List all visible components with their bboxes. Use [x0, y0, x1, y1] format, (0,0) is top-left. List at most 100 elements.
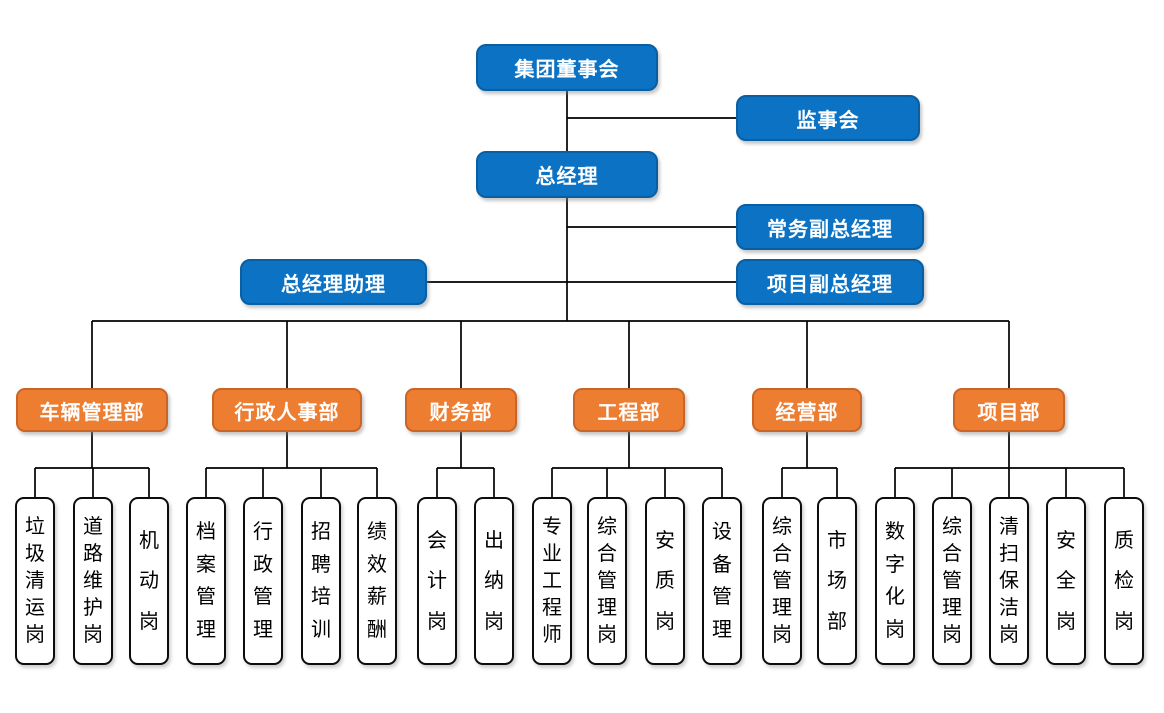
node-board: 集团董事会	[476, 44, 658, 91]
node-label: 经营部	[775, 401, 839, 424]
node-label: 项目部	[977, 401, 1041, 424]
position-label-char: 案	[196, 553, 216, 576]
position-label-char: 理	[597, 597, 617, 619]
position-node: 设备管理	[702, 497, 742, 665]
position-label-char: 场	[827, 570, 847, 592]
position-node: 绩效薪酬	[357, 497, 397, 665]
position-label-char: 岗	[942, 624, 962, 646]
position-label-char: 管	[253, 586, 273, 609]
node-label: 常务副总经理	[767, 218, 893, 241]
position-node: 安质岗	[645, 497, 685, 665]
position-node: 出纳岗	[474, 497, 514, 665]
position-label-char: 机	[139, 529, 159, 552]
position-label-char: 绩	[367, 521, 387, 544]
position-node: 综合管理岗	[932, 497, 972, 665]
position-label-char: 管	[772, 570, 792, 592]
position-label-char: 保	[999, 570, 1019, 592]
position-node: 数字化岗	[875, 497, 915, 665]
position-label-char: 岗	[83, 624, 103, 646]
position-label-char: 市	[827, 529, 847, 552]
position-label-char: 综	[597, 516, 617, 538]
position-label-char: 岗	[772, 624, 792, 646]
position-label-char: 安	[1056, 529, 1076, 552]
position-label-char: 会	[427, 529, 447, 552]
position-node: 专业工程师	[532, 497, 572, 665]
position-label-char: 政	[253, 553, 273, 576]
position-label-char: 字	[885, 553, 905, 576]
position-label-char: 岗	[597, 624, 617, 646]
position-node: 档案管理	[186, 497, 226, 665]
node-label: 工程部	[597, 401, 661, 424]
position-label-char: 岗	[885, 618, 905, 641]
position-label-char: 路	[83, 543, 103, 565]
node-gm: 总经理	[476, 151, 658, 198]
position-label-char: 计	[427, 570, 447, 592]
position-label-char: 出	[484, 529, 504, 552]
node-label: 总经理	[535, 166, 599, 188]
node-dept-project: 项目部	[953, 388, 1065, 432]
position-label-char: 管	[196, 586, 216, 609]
position-label-char: 合	[597, 543, 617, 565]
position-label-char: 动	[139, 570, 159, 592]
position-node: 垃圾清运岗	[15, 497, 55, 665]
position-label-char: 检	[1114, 570, 1134, 592]
position-label-char: 岗	[1114, 610, 1134, 633]
position-label-char: 理	[253, 618, 273, 641]
position-node: 机动岗	[129, 497, 169, 665]
node-dept-vehicle-management: 车辆管理部	[16, 388, 168, 432]
position-node: 安全岗	[1046, 497, 1086, 665]
node-label: 总经理助理	[281, 273, 386, 296]
position-label-char: 化	[885, 586, 905, 609]
position-label-char: 纳	[484, 570, 504, 592]
node-project-deputy-gm: 项目副总经理	[736, 259, 924, 305]
position-label-char: 训	[311, 618, 331, 641]
position-label-char: 理	[712, 618, 732, 641]
position-label-char: 管	[597, 570, 617, 592]
position-label-char: 安	[655, 529, 675, 552]
position-label-char: 合	[772, 543, 792, 565]
position-node: 清扫保洁岗	[989, 497, 1029, 665]
position-label-char: 全	[1056, 570, 1076, 592]
position-label-char: 岗	[1056, 610, 1076, 633]
node-dept-finance: 财务部	[405, 388, 517, 432]
node-label: 行政人事部	[234, 401, 340, 424]
position-label-char: 岗	[25, 624, 45, 646]
position-label-char: 档	[196, 521, 216, 544]
position-node: 行政管理	[243, 497, 283, 665]
position-label-char: 管	[712, 586, 732, 609]
position-label-char: 岗	[999, 624, 1019, 646]
position-label-char: 行	[253, 521, 273, 544]
position-label-char: 岗	[427, 610, 447, 633]
node-label: 监事会	[796, 109, 860, 132]
position-node: 综合管理岗	[762, 497, 802, 665]
position-label-char: 综	[772, 516, 792, 538]
position-label-char: 数	[885, 521, 905, 544]
node-label: 车辆管理部	[39, 401, 145, 424]
position-label-char: 运	[25, 597, 45, 619]
position-label-char: 清	[25, 570, 45, 592]
position-label-char: 维	[83, 570, 103, 592]
position-node: 招聘培训	[301, 497, 341, 665]
position-label-char: 工	[542, 570, 562, 592]
position-label-char: 道	[83, 516, 103, 538]
position-label-char: 垃	[25, 516, 45, 538]
position-label-char: 质	[655, 570, 675, 592]
position-label-char: 岗	[655, 610, 675, 633]
position-label-char: 师	[542, 624, 562, 646]
position-label-char: 招	[311, 521, 331, 544]
position-label-char: 效	[367, 553, 387, 576]
position-label-char: 部	[827, 610, 847, 633]
position-label-char: 薪	[367, 586, 387, 609]
position-label-char: 聘	[311, 553, 331, 576]
position-label-char: 专	[542, 516, 562, 538]
node-supervisory: 监事会	[736, 95, 920, 141]
position-label-char: 岗	[484, 610, 504, 633]
node-label: 项目副总经理	[767, 273, 893, 296]
position-label-char: 扫	[999, 543, 1019, 565]
position-label-char: 理	[772, 597, 792, 619]
position-label-char: 理	[942, 597, 962, 619]
position-label-char: 圾	[25, 543, 45, 565]
position-label-char: 理	[196, 618, 216, 641]
